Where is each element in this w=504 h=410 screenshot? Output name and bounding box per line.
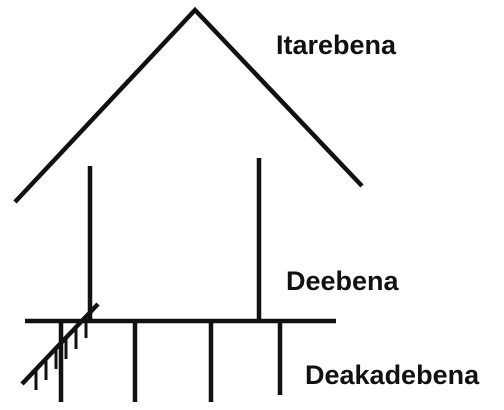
floor-label: Deebena xyxy=(286,266,399,296)
under-floor-label: Deakadebena xyxy=(305,360,480,390)
roof-line xyxy=(13,6,364,204)
roof-label: Itarebena xyxy=(276,30,397,60)
